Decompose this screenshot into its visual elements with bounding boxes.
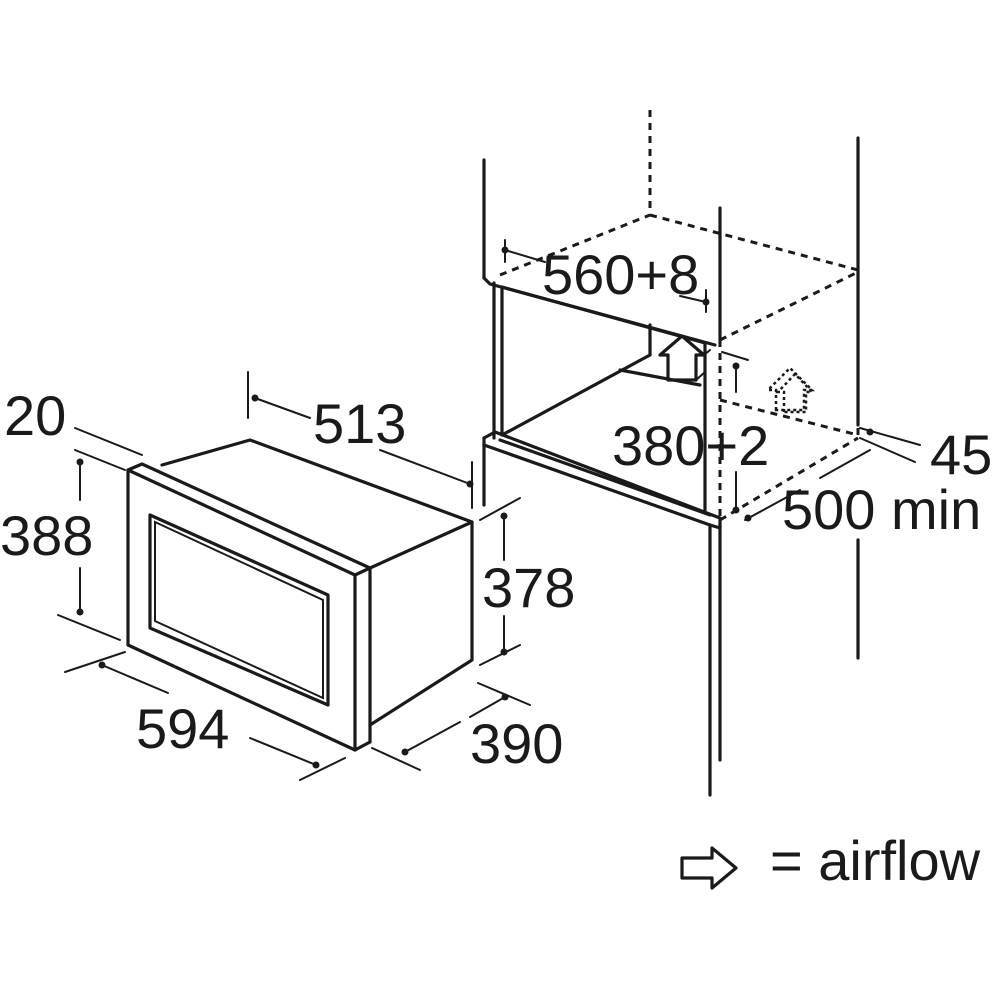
dimension-label-380-2: 380+2 (612, 414, 769, 477)
cabinet-niche (482, 136, 860, 797)
airflow-arrow-icon (658, 334, 711, 382)
niche-dimension-lines (501, 239, 921, 522)
microwave-dimension-lines (57, 371, 531, 781)
legend: = airflow (680, 829, 981, 892)
dimension-label-378: 378 (482, 556, 575, 619)
legend-label: = airflow (770, 829, 981, 892)
dimension-label-388: 388 (0, 504, 93, 567)
dimension-label-513: 513 (313, 392, 406, 455)
dimension-label-45: 45 (930, 423, 992, 486)
dimension-label-20: 20 (4, 384, 66, 447)
microwave-appliance (126, 438, 474, 752)
microwave-window (148, 513, 330, 707)
dimension-label-390: 390 (470, 712, 563, 775)
dimension-label-594: 594 (136, 697, 229, 760)
hollow-arrow-icon (680, 846, 738, 890)
cabinet-hidden-lines (499, 110, 860, 522)
airflow-arrow-dotted-icon (764, 366, 816, 414)
dimension-label-560-8: 560+8 (542, 243, 699, 306)
dimension-label-500-min: 500 min (782, 478, 981, 541)
airflow-arrows (658, 334, 816, 414)
